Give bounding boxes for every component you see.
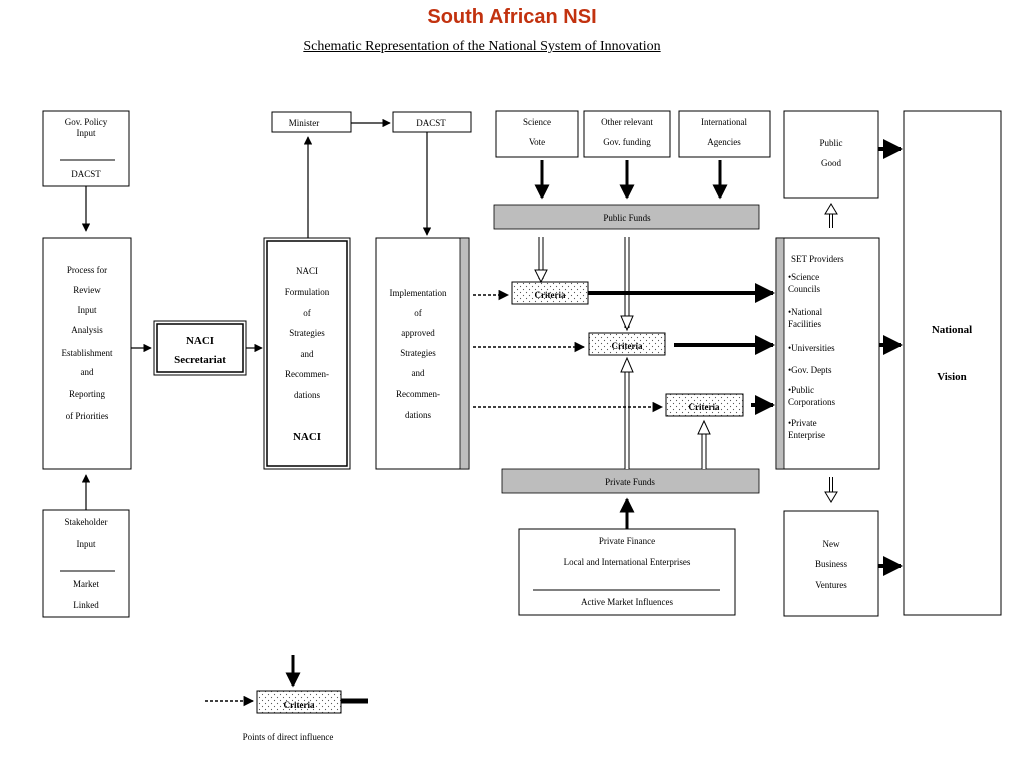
implementation-line: Recommen- [396, 389, 440, 399]
set-providers-line: Councils [788, 284, 820, 294]
implementation-box [375, 237, 470, 470]
private-finance-line3: Active Market Influences [581, 597, 673, 607]
review-line: Analysis [71, 325, 103, 335]
national-vision-line1: National [932, 324, 972, 336]
public-good-line1: Public [819, 138, 842, 148]
set-providers-line: Enterprise [788, 430, 825, 440]
other-funding-box [583, 110, 671, 158]
implementation-line: Strategies [400, 348, 436, 358]
set-providers-line: SET Providers [791, 254, 844, 264]
implementation-line: Implementation [390, 288, 447, 298]
private-funds-bar [501, 468, 760, 494]
gov-policy-line1: Gov. Policy [65, 117, 108, 127]
national-vision-line2: Vision [937, 371, 967, 383]
naci-formulation-line: and [301, 349, 314, 359]
implementation-shadow [459, 237, 470, 470]
stakeholder-line1: Stakeholder [65, 517, 108, 527]
set-providers-line: Facilities [788, 319, 821, 329]
set-providers-line: Corporations [788, 397, 835, 407]
review-line: and [81, 367, 94, 377]
naci-formulation-line: NACI [296, 266, 318, 276]
science-vote-box [495, 110, 579, 158]
private-finance-line1: Private Finance [599, 536, 655, 546]
naci-formulation-line: of [303, 308, 311, 318]
national-vision-box [903, 110, 1002, 616]
review-line: Establishment [62, 348, 113, 358]
public-funds-label: Public Funds [603, 213, 651, 223]
public-funds-bar [493, 204, 760, 230]
other-funding-line2: Gov. funding [603, 137, 651, 147]
set-providers-line: •Universities [788, 343, 835, 353]
review-line: Review [73, 285, 101, 295]
stakeholder-line3: Market [73, 579, 99, 589]
gov-policy-box [42, 110, 130, 187]
dacst-label: DACST [416, 118, 446, 128]
set-providers-line: •Private [788, 418, 817, 428]
legend-criteria-label: Criteria [284, 700, 315, 710]
review-line: of Priorities [66, 411, 109, 421]
implementation-line: of [414, 308, 422, 318]
gov-policy-line2: Input [77, 128, 96, 138]
international-line2: Agencies [707, 137, 741, 147]
review-line: Process for [67, 265, 107, 275]
naci-secretariat-line1: NACI [186, 335, 214, 347]
naci-formulation-footer: NACI [293, 431, 321, 443]
naci-formulation-line: dations [294, 390, 320, 400]
implementation-line: and [412, 368, 425, 378]
set-providers-line: •Gov. Depts [788, 365, 832, 375]
page-subtitle: Schematic Representation of the National… [303, 39, 661, 54]
private-funds-label: Private Funds [605, 477, 655, 487]
new-business-line3: Ventures [815, 580, 847, 590]
new-business-line1: New [823, 539, 840, 549]
set-providers-line: •National [788, 307, 823, 317]
review-box [42, 237, 132, 470]
naci-secretariat-line2: Secretariat [174, 354, 226, 366]
other-funding-line1: Other relevant [601, 117, 653, 127]
set-providers-box [775, 237, 880, 470]
criteria-label-3: Criteria [689, 402, 720, 412]
implementation-line: approved [401, 328, 435, 338]
private-finance-line2: Local and International Enterprises [564, 557, 691, 567]
criteria-label-2: Criteria [612, 341, 643, 351]
international-box [678, 110, 771, 158]
page-title: South African NSI [427, 6, 597, 28]
naci-formulation-line: Recommen- [285, 369, 329, 379]
legend-caption: Points of direct influence [243, 732, 334, 742]
naci-formulation-line: Strategies [289, 328, 325, 338]
implementation-line: dations [405, 410, 431, 420]
stakeholder-line4: Linked [73, 600, 99, 610]
dacst-box [392, 111, 472, 133]
set-providers-shadow [775, 237, 785, 470]
public-good-line2: Good [821, 158, 841, 168]
set-providers-line: •Public [788, 385, 814, 395]
review-line: Reporting [69, 389, 105, 399]
international-line1: International [701, 117, 747, 127]
minister-box [271, 111, 352, 133]
public-good-box [783, 110, 879, 199]
set-providers-line: •Science [788, 272, 819, 282]
review-line: Input [78, 305, 97, 315]
science-vote-line2: Vote [529, 137, 545, 147]
criteria-label-1: Criteria [535, 290, 566, 300]
new-business-line2: Business [815, 559, 848, 569]
stakeholder-box [42, 509, 130, 618]
naci-formulation-line: Formulation [285, 287, 330, 297]
minister-label: Minister [289, 118, 320, 128]
stakeholder-line2: Input [77, 539, 96, 549]
science-vote-line1: Science [523, 117, 551, 127]
gov-policy-line3: DACST [71, 169, 101, 179]
new-business-box [783, 510, 879, 617]
private-finance-box [518, 528, 736, 616]
